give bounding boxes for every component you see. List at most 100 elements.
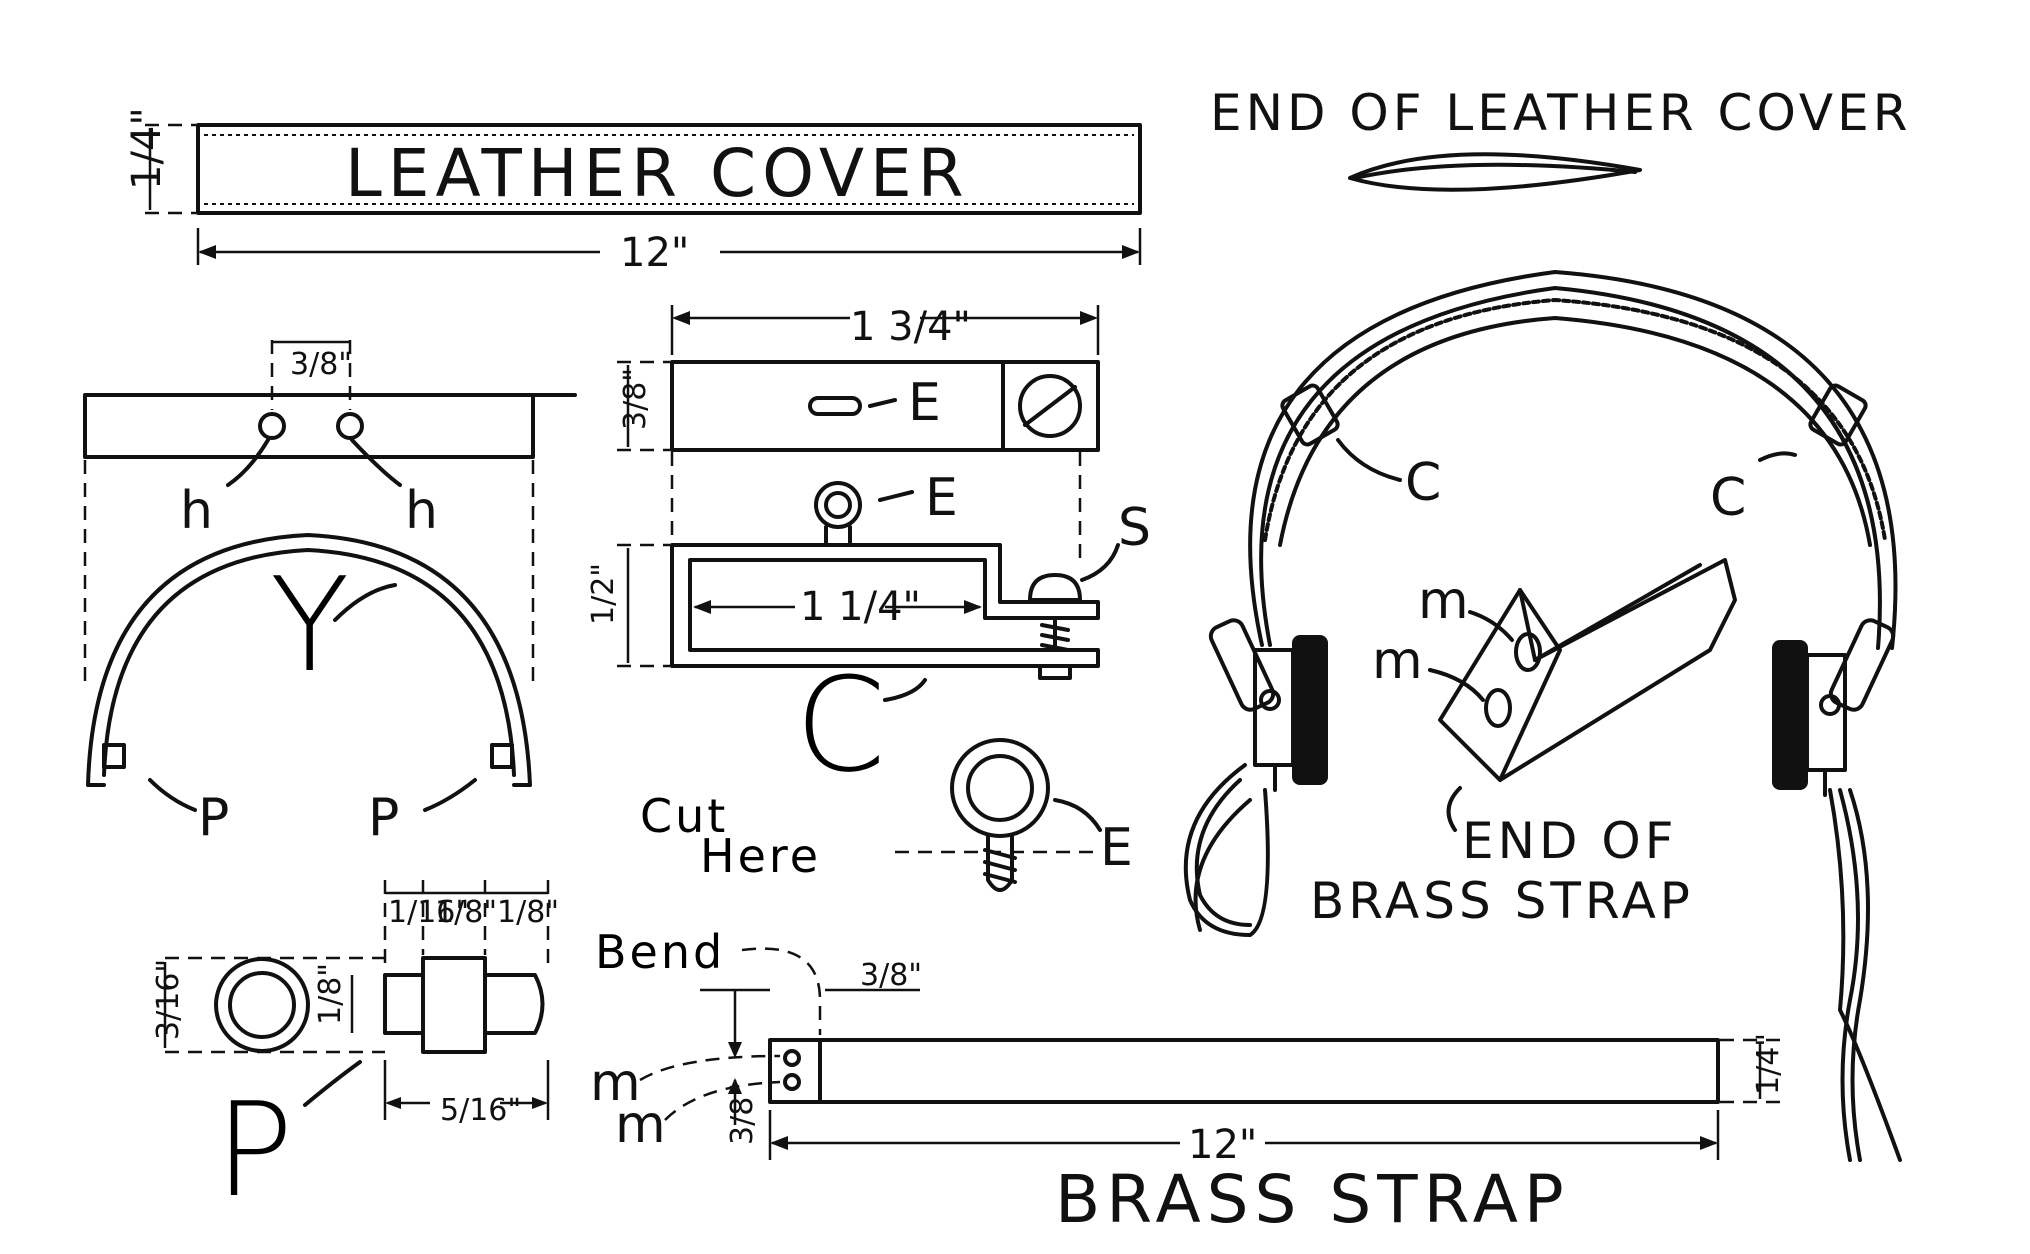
- clamp-screw-head: [1018, 374, 1082, 438]
- cut-label: Cut: [640, 789, 728, 843]
- strap-end-hole-label-bottom: m: [1372, 631, 1423, 691]
- eye-screw-leader: [1053, 798, 1102, 832]
- yoke-leader: [333, 583, 397, 622]
- bend-indicator: [741, 947, 822, 1035]
- yoke-arch-inner: [102, 548, 516, 777]
- post-dim-a: 1/16": [388, 895, 469, 930]
- strap-hole-leader-top: [639, 1054, 781, 1082]
- cover-width-dimension: 1/4": [124, 107, 170, 190]
- bend-label: Bend: [595, 925, 725, 979]
- pin-right-leader: [423, 778, 477, 812]
- brass-strap-view: Bend 3/8" 3/8" m m 1/4" 12" BRASS STRAP: [590, 925, 1786, 1238]
- end-of-brass-strap-label-1: END OF: [1462, 812, 1678, 870]
- clamp-slot-leader: [868, 398, 897, 408]
- brass-strap-label: BRASS STRAP: [1055, 1161, 1570, 1238]
- strap-hole-bottom: [783, 1073, 801, 1091]
- here-label: Here: [700, 829, 821, 883]
- post-leader: [303, 1060, 362, 1107]
- post-side-a: [383, 973, 425, 1035]
- clamp-leader: [883, 678, 927, 702]
- post-end-view-inner: [228, 971, 296, 1039]
- hole-spacing-dimension: 3/8": [290, 347, 352, 382]
- leather-cover-end-view: END OF LEATHER COVER: [1210, 84, 1911, 192]
- clamp-side-view: [670, 543, 1100, 668]
- cover-length-dimension: 12": [620, 230, 689, 276]
- eyelet-top: [814, 481, 862, 529]
- headset-band-outer-2: [1259, 286, 1882, 650]
- headset-clamp-left-label: C: [1405, 453, 1441, 513]
- post-dim-c: 1/8": [497, 895, 559, 930]
- strap-length-dimension: 12": [1188, 1122, 1257, 1168]
- leather-cover-end-seam: [1353, 162, 1637, 180]
- headset-band-cover: [1263, 298, 1887, 542]
- post-side-b: [421, 956, 487, 1054]
- yoke-top-view: [83, 393, 535, 459]
- post-total-dimension: 5/16": [440, 1093, 521, 1128]
- earphone-right-arm: [1828, 618, 1896, 712]
- headset-cord-right-strand: [1848, 788, 1870, 1162]
- leather-cover-view: LEATHER COVER 1/4" 12": [124, 107, 1142, 276]
- strap-hole-label-top: m: [590, 1053, 641, 1113]
- pin-right: [490, 743, 514, 769]
- strap-hole-leader-bottom: [664, 1080, 781, 1121]
- eyelet-label-top: E: [925, 468, 958, 528]
- leather-cover-end-profile: [1348, 152, 1642, 192]
- clamp-height-dimension: 1/2": [586, 563, 621, 625]
- strap-hole-top: [783, 1049, 801, 1067]
- headset-cord-left: [1183, 763, 1270, 937]
- post-diam-dimension: 3/16": [151, 959, 186, 1040]
- earphone-right: [1772, 640, 1808, 790]
- strap-end-hole-bottom-leader: [1428, 668, 1485, 702]
- post-dim-b: 1/8": [435, 895, 497, 930]
- strap-hole-label-bottom: m: [615, 1095, 666, 1155]
- headset-assembly-view: C C: [1183, 270, 1902, 1162]
- leather-cover-outline: [196, 123, 1142, 215]
- headset-clamp-right: [1808, 383, 1868, 447]
- strap-end-hole-bottom: [1484, 688, 1512, 728]
- headset-cord-left-strand: [1194, 778, 1252, 927]
- eye-screw-label: E: [1100, 818, 1133, 878]
- hole-left-leader: [226, 438, 270, 487]
- earphone-left-pivot: [1259, 689, 1281, 711]
- earphone-left: [1292, 635, 1328, 785]
- strap-end-flat: [1498, 558, 1737, 782]
- hole-right-leader: [350, 438, 402, 487]
- headset-cord-left-loop: [1193, 798, 1252, 932]
- post-total-label-bg: [430, 1075, 500, 1135]
- yoke-label: Y: [270, 549, 349, 701]
- headset-clamp-left: [1280, 383, 1340, 447]
- hole-right: [336, 412, 364, 440]
- strap-end-hole-label-top: m: [1418, 571, 1469, 631]
- post-side-c: [483, 973, 545, 1035]
- yoke-arch: [86, 533, 532, 787]
- strap-bend-arrows: [728, 1042, 742, 1094]
- hole-label-left: h: [180, 481, 213, 541]
- brass-strap-end-view: m m END OF BRASS STRAP: [1310, 558, 1737, 930]
- eyelet-top-inner: [824, 491, 852, 519]
- strap-end-leader: [1446, 786, 1462, 832]
- strap-hole-offset-dimension: 3/8": [860, 958, 922, 993]
- clamp-width-dimension: 3/8": [618, 368, 653, 430]
- clamp-inner-label-bg: [795, 585, 885, 625]
- hole-label-right: h: [405, 481, 438, 541]
- end-of-leather-cover-label: END OF LEATHER COVER: [1210, 84, 1911, 142]
- post-views: 3/16" 1/8" 1/16" 1/8" 1/8" 5/16" P: [151, 880, 559, 1226]
- leather-cover-label: LEATHER COVER: [345, 135, 970, 212]
- strap-end-upright: [1438, 588, 1562, 782]
- hole-left: [258, 412, 286, 440]
- headset-cord-right: [1838, 788, 1860, 1162]
- clamp-views: 1 3/4" E 3/8" E S 1/2": [586, 304, 1151, 801]
- clamp-inner-dimension: 1 1/4": [800, 584, 921, 630]
- pin-label-left: P: [198, 788, 229, 848]
- post-label: P: [215, 1074, 293, 1226]
- screw-label: S: [1118, 498, 1151, 558]
- headset-clamp-right-label: C: [1710, 468, 1746, 528]
- eye-screw-ring: [950, 738, 1050, 838]
- strap-end-fold: [1533, 563, 1702, 662]
- strap-bend-offset-dimension: 3/8": [725, 1083, 760, 1145]
- slot-label: E: [908, 373, 941, 433]
- strap-width-dimension: 1/4": [1751, 1033, 1786, 1095]
- yoke-views: 3/8" h h Y P P: [83, 340, 577, 848]
